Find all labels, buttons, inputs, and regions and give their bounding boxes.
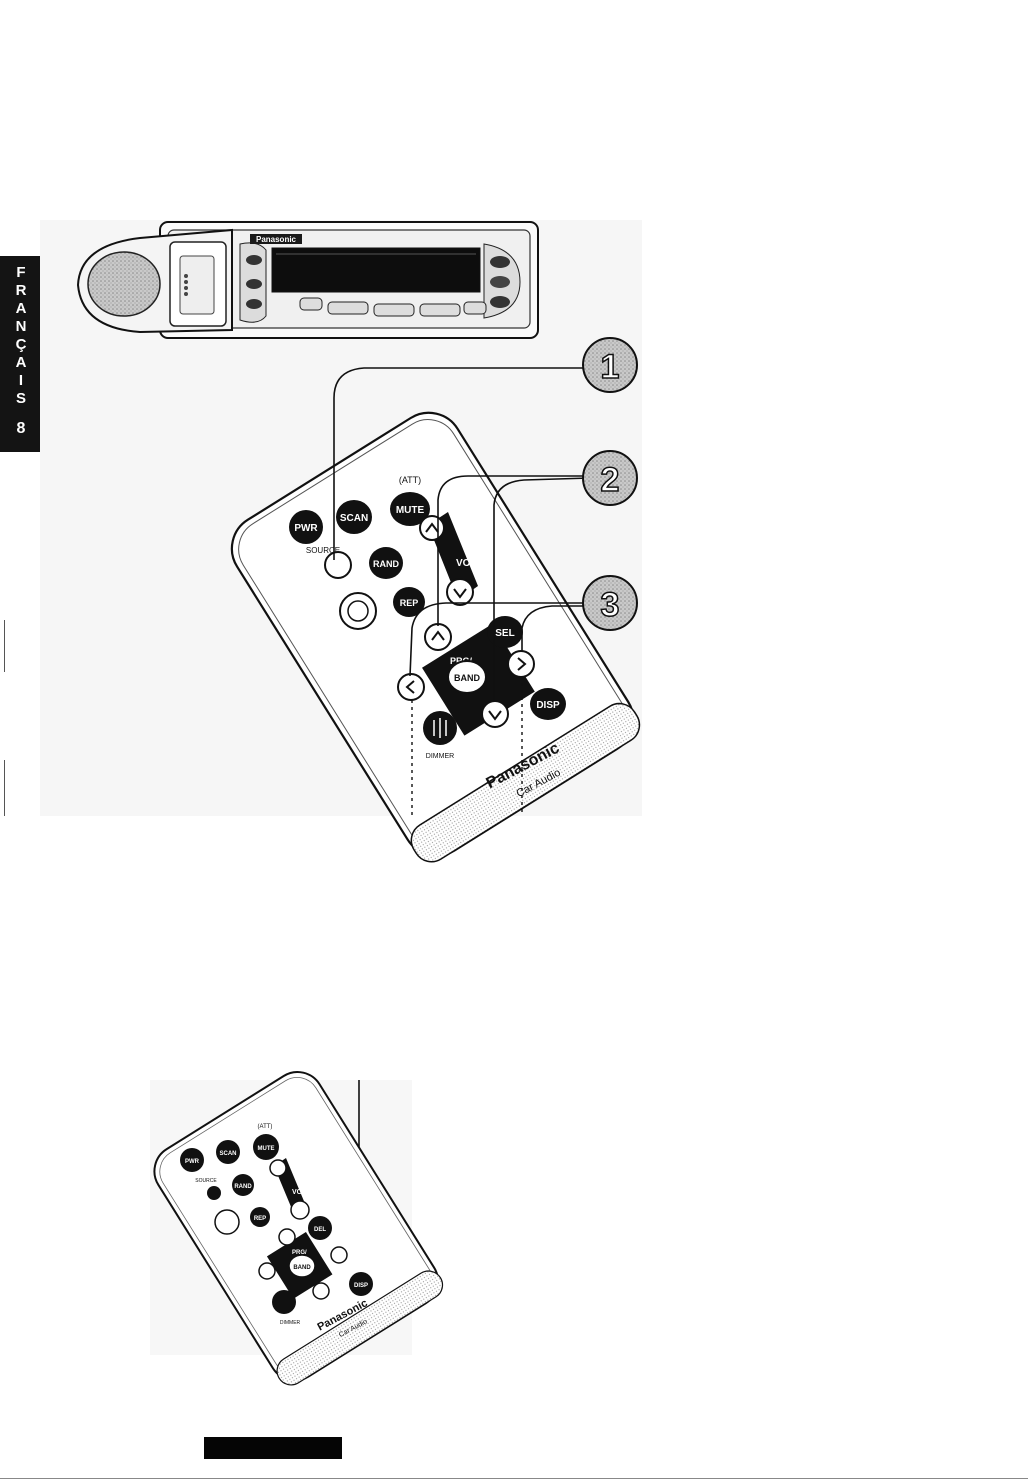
footer-rule xyxy=(0,1478,1028,1479)
pwr-label: PWR xyxy=(294,523,318,534)
dimmer-label: DIMMER xyxy=(426,753,454,760)
att-label-small: (ATT) xyxy=(258,1124,273,1130)
left-button xyxy=(398,674,424,700)
callout-3: 3 xyxy=(583,576,637,630)
music-button xyxy=(340,593,376,629)
att-label: (ATT) xyxy=(399,475,421,485)
callout-2: 2 xyxy=(583,451,637,505)
scan-label: SCAN xyxy=(340,513,368,524)
del-label-small: DEL xyxy=(314,1227,326,1233)
rep-label-small: REP xyxy=(254,1216,266,1222)
black-bar xyxy=(204,1437,342,1459)
callout-number: 2 xyxy=(601,461,620,499)
rep-label: REP xyxy=(400,598,419,608)
display-panel xyxy=(272,248,480,292)
rand-label-small: RAND xyxy=(234,1184,252,1190)
callout-1: 1 xyxy=(583,338,637,392)
pwr-label-small: PWR xyxy=(185,1159,200,1165)
rand-label: RAND xyxy=(373,559,399,569)
vol-down-button xyxy=(447,579,473,605)
speaker-grille-icon xyxy=(88,252,160,316)
sel-label: SEL xyxy=(495,628,514,639)
source-button xyxy=(325,552,351,578)
right-button xyxy=(508,651,534,677)
band-label: BAND xyxy=(454,673,480,683)
vol-up-button xyxy=(420,516,444,540)
disp-label-small: DISP xyxy=(354,1283,368,1289)
mute-label: MUTE xyxy=(396,505,425,516)
up-button xyxy=(425,624,451,650)
head-unit-brand: Panasonic xyxy=(256,235,297,244)
callout-number: 1 xyxy=(601,348,620,386)
down-button xyxy=(482,701,508,727)
callout-number: 3 xyxy=(601,586,620,624)
dimmer-label-small: DIMMER xyxy=(280,1320,301,1326)
scan-label-small: SCAN xyxy=(219,1151,236,1157)
band-label-small: BAND xyxy=(293,1265,311,1271)
mute-label-small: MUTE xyxy=(258,1146,275,1152)
disp-label: DISP xyxy=(536,700,560,711)
vol-label: VOL xyxy=(456,558,477,569)
source-label-small: SOURCE xyxy=(195,1178,217,1184)
head-unit: Panasonic xyxy=(78,222,538,338)
vol-label-small: VOL xyxy=(292,1189,307,1196)
